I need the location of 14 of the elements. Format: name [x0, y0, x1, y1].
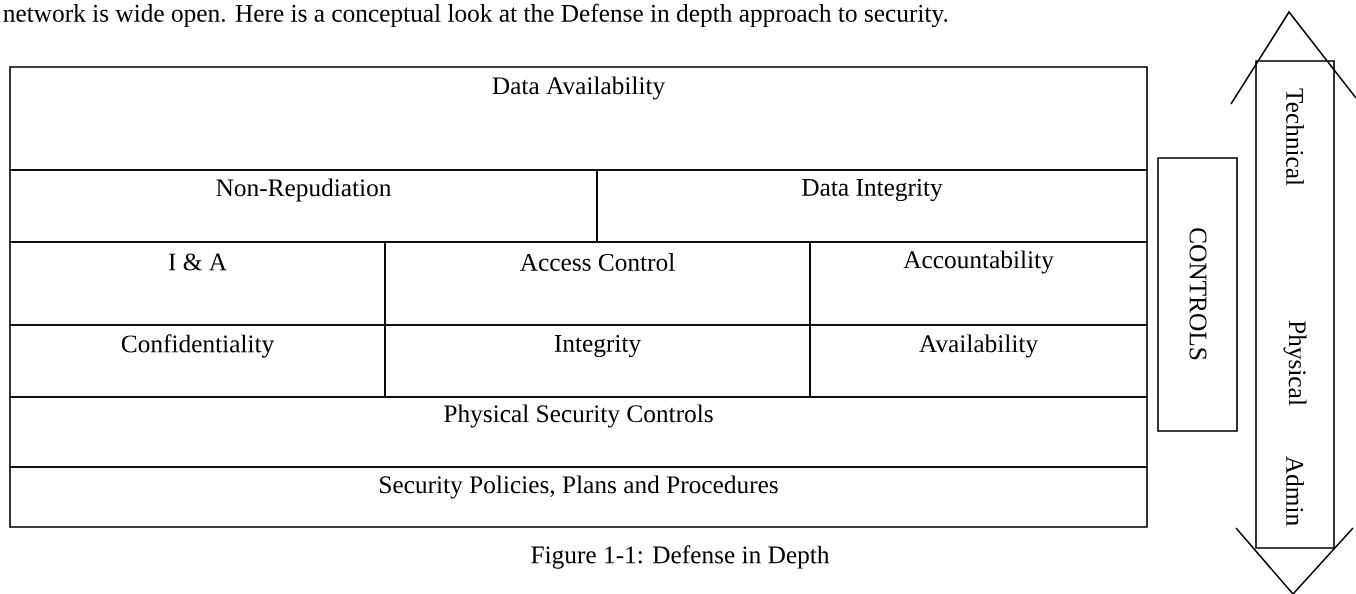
table-cell: Non-Repudiation: [9, 169, 598, 243]
caption: Figure 1-1: Defense in Depth: [531, 545, 830, 569]
table-cell: Availability: [809, 324, 1148, 398]
controls-box: CONTROLS: [1157, 157, 1238, 432]
table-cell: Confidentiality: [9, 324, 386, 398]
table-cell: Physical Security Controls: [9, 396, 1148, 468]
table-cell: Accountability: [809, 241, 1148, 326]
table-cell: Security Policies, Plans and Procedures: [9, 466, 1148, 528]
table-cell: Access Control: [384, 241, 811, 326]
table-cell: I & A: [9, 241, 386, 326]
table-cell: Data Integrity: [596, 169, 1148, 243]
table-cell: Integrity: [384, 324, 811, 398]
table-cell: Data Availability: [9, 66, 1148, 171]
intro-text: network is wide open. Here is a conceptual look at the Defense in depth approach to security.: [3, 3, 948, 28]
